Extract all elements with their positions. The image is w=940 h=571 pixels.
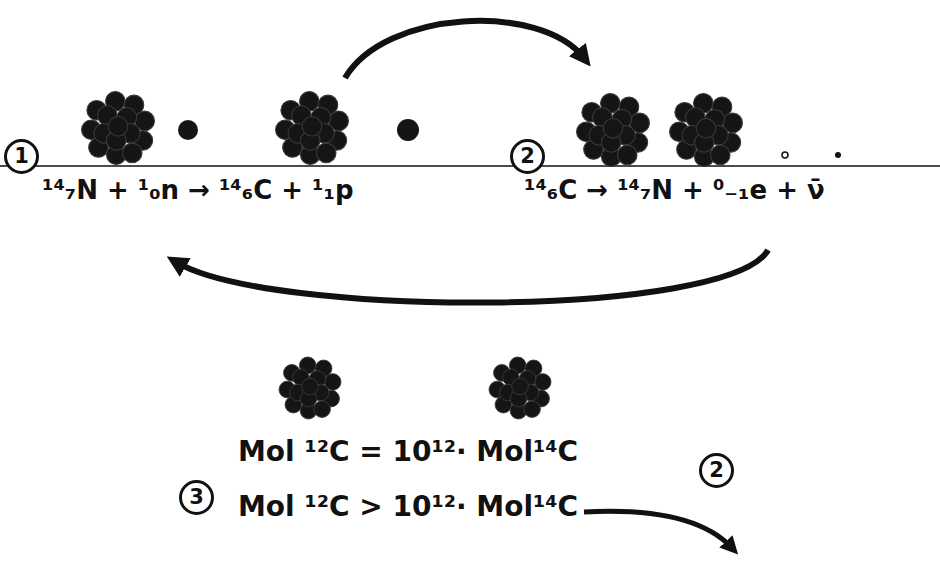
step-circle: 2 (510, 139, 545, 174)
nitrogen-nucleus (82, 92, 155, 165)
reaction-equation: ¹⁴₇N + ¹₀n → ¹⁴₆C + ¹₁p (42, 176, 354, 206)
step-circle: 3 (179, 480, 214, 515)
step-number: 3 (189, 487, 204, 508)
electron (782, 152, 788, 158)
nitrogen-nucleus (670, 94, 743, 167)
carbon-14-nucleus (489, 357, 551, 419)
cycle-arrow (176, 250, 768, 303)
step-number: 2 (520, 146, 535, 167)
step-number: 2 (709, 460, 724, 481)
decay-arrow (584, 511, 732, 548)
step-number: 1 (14, 146, 29, 167)
step-circle: 2 (699, 453, 734, 488)
carbon-nucleus (276, 92, 349, 165)
ratio-equation: Mol ¹²C > 10¹²· Mol¹⁴C (238, 491, 578, 523)
reaction-equation: ¹⁴₆C → ¹⁴₇N + ⁰₋₁e + ν̄ (524, 176, 825, 206)
carbon-12-nucleus (279, 357, 341, 419)
proton (397, 119, 419, 141)
baseline-rule (0, 165, 940, 167)
ratio-equation: Mol ¹²C = 10¹²· Mol¹⁴C (238, 436, 578, 468)
step-circle: 1 (4, 139, 39, 174)
neutron (178, 120, 198, 140)
antineutrino (835, 152, 841, 158)
carbon-nucleus (577, 94, 650, 167)
cycle-arrow (345, 21, 584, 78)
